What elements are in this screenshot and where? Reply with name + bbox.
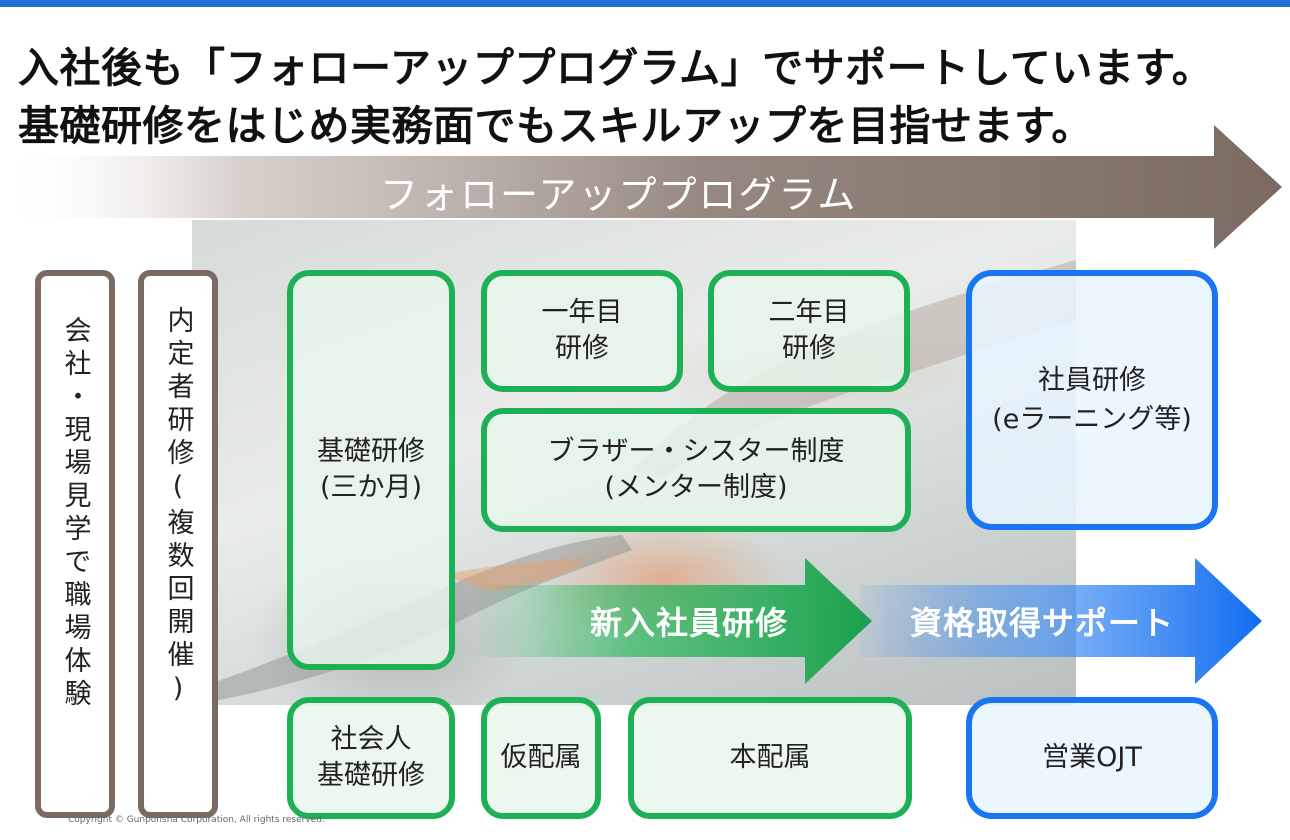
qualification-support-label: 資格取得サポート <box>910 604 1175 642</box>
provisional-assignment-label: 仮配属 <box>500 741 582 773</box>
first-year-training-label: 研修 <box>555 333 609 364</box>
basic-training-box: 基礎研修 (三か月) <box>287 270 455 670</box>
business-basics-training-box: 社会人 基礎研修 <box>287 697 455 819</box>
naitei-training-box: 内定者研修(複数回開催) <box>138 270 218 818</box>
employee-training-box: 社員研修 (eラーニング等) <box>966 270 1218 530</box>
follow-up-program-arrow <box>0 125 1282 249</box>
employee-training-title: 社員研修 <box>1038 364 1146 396</box>
sales-ojt-label: 営業OJT <box>1042 742 1142 774</box>
sales-ojt-box: 営業OJT <box>966 697 1218 819</box>
e-learning-label: (eラーニング等) <box>992 404 1192 435</box>
provisional-assignment-box: 仮配属 <box>481 697 601 819</box>
naitei-training-label: 内定者研修(複数回開催) <box>162 306 194 710</box>
business-basics-line-1: 社会人 <box>330 723 412 755</box>
final-assignment-box: 本配属 <box>628 697 912 819</box>
final-assignment-label: 本配属 <box>729 741 811 773</box>
business-basics-line-2: 基礎研修 <box>317 760 425 791</box>
top-accent-bar <box>0 0 1290 7</box>
first-year-label: 一年目 <box>541 296 623 328</box>
company-visit-box: 会社・現場見学で職場体験 <box>35 270 115 818</box>
basic-training-duration: (三か月) <box>319 472 423 503</box>
mentor-system-label: (メンター制度) <box>604 472 788 503</box>
brother-sister-title: ブラザー・シスター制度 <box>547 435 845 467</box>
headline-line-2: 基礎研修をはじめ実務面でもスキルアップを目指せます。 <box>18 102 1093 150</box>
second-year-training-box: 二年目 研修 <box>708 270 910 392</box>
follow-up-program-label: フォローアッププログラム <box>380 173 858 217</box>
copyright-notice: Copyright © Gunponsha Corporation, All r… <box>68 815 325 825</box>
headline-line-1: 入社後も「フォローアッププログラム」でサポートしています。 <box>18 44 1214 92</box>
brother-sister-system-box: ブラザー・シスター制度 (メンター制度) <box>481 408 911 532</box>
first-year-training-box: 一年目 研修 <box>481 270 683 392</box>
company-visit-label: 会社・現場見学で職場体験 <box>59 316 91 712</box>
basic-training-title: 基礎研修 <box>317 435 425 467</box>
newhire-training-label: 新入社員研修 <box>590 604 789 642</box>
second-year-training-label: 研修 <box>782 333 836 364</box>
second-year-label: 二年目 <box>768 296 850 328</box>
